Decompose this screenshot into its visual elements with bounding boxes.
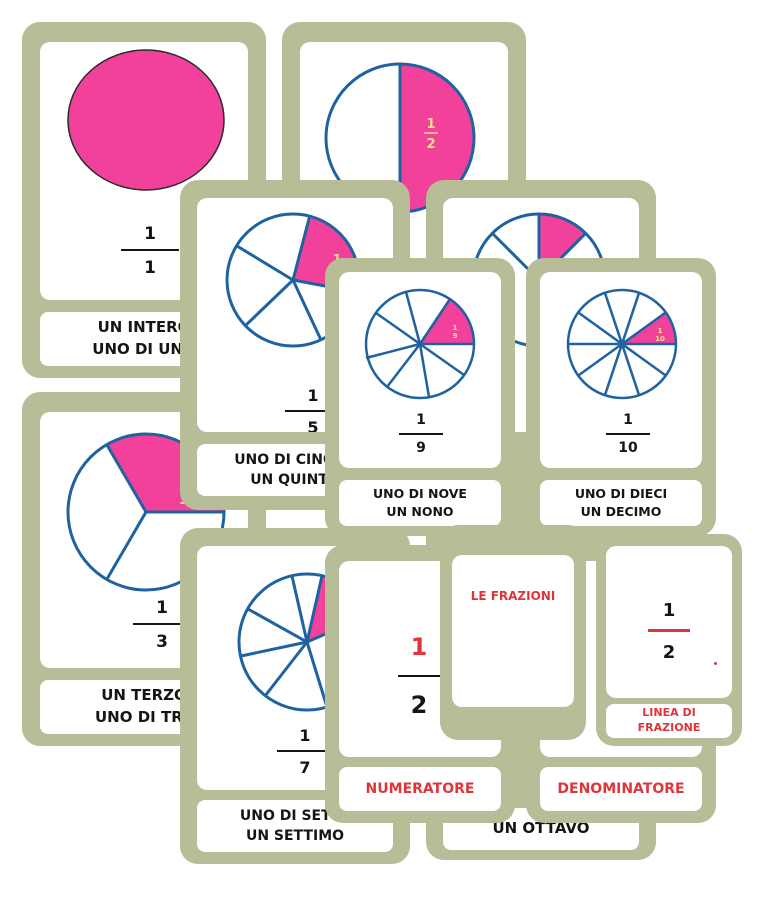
- card-one-fifth-fraction: 1 5: [283, 386, 343, 432]
- label-line-2: UN SETTIMO: [245, 828, 345, 844]
- ninths-pie-icon: 1 9: [364, 288, 476, 400]
- slice-label-num: 1: [453, 324, 458, 332]
- fifths-pie-icon: 1: [225, 212, 361, 348]
- label-line-2: UN OTTAVO: [492, 819, 590, 838]
- card-one-ninth-fraction: 1 9: [391, 412, 451, 456]
- slice-label-den: 2: [426, 137, 435, 152]
- denominator-text: 7: [299, 758, 311, 777]
- numerator-text: 1: [156, 598, 168, 618]
- card-denominator-label: DENOMINATORE: [540, 767, 702, 811]
- card-one-seventh-fraction: 1 7: [275, 726, 335, 777]
- card-fraction-line-fraction: 1 2: [639, 600, 699, 663]
- denominator-text: 2: [662, 642, 676, 663]
- card-one-tenth-label: UNO DI DIECI UN DECIMO: [540, 480, 702, 526]
- card-one-ninth-label: UNO DI NOVE UN NONO: [339, 480, 501, 526]
- label-line-1: UN TERZO: [101, 686, 187, 705]
- slice-label-num: 1: [658, 327, 663, 335]
- card-one-whole-fraction: 1 1: [120, 224, 180, 278]
- slice-label-num: 1: [426, 117, 435, 132]
- denominator-text: 10: [618, 440, 638, 456]
- label-line-2: UNO DI TRE: [95, 708, 193, 726]
- card-one-ninth-panel: 1 9 1 9: [339, 272, 501, 468]
- dot-mark: [714, 662, 717, 665]
- denominator-text: 2: [410, 691, 428, 719]
- denominator-text: 3: [156, 632, 168, 652]
- denominator-label-text: DENOMINATORE: [557, 780, 685, 797]
- denominator-text: 5: [307, 418, 319, 432]
- label-line-1: UNO DI NOVE: [373, 485, 467, 501]
- numerator-label-text: NUMERATORE: [365, 780, 475, 797]
- label-line-2: UNO DI UNO: [92, 340, 196, 358]
- label-line-2: UN DECIMO: [580, 504, 662, 519]
- card-numerator-label: NUMERATORE: [339, 767, 501, 811]
- card-title: LE FRAZIONI: [440, 525, 586, 740]
- title-text: LE FRAZIONI: [470, 589, 556, 603]
- card-fraction-line-panel: 1 2: [606, 546, 732, 698]
- card-one-third-fraction: 1 3: [132, 598, 192, 652]
- card-one-tenth: 1 10 1 10 UNO DI DIECI UN DECIMO: [526, 258, 716, 536]
- card-fraction-line: 1 2 LINEA DI FRAZIONE: [596, 534, 742, 746]
- denominator-text: 1: [144, 258, 156, 278]
- tenths-pie-icon: 1 10: [566, 288, 678, 400]
- card-one-ninth: 1 9 1 9 UNO DI NOVE UN NONO: [325, 258, 515, 536]
- whole-circle-icon: [67, 49, 225, 191]
- card-one-tenth-panel: 1 10 1 10: [540, 272, 702, 468]
- numerator-text: 1: [416, 412, 426, 428]
- denominator-text: 9: [416, 440, 426, 456]
- numerator-text: 1: [662, 600, 676, 621]
- numerator-text: 1: [410, 633, 428, 661]
- label-line-1: UN INTERO: [97, 318, 191, 337]
- card-numerator-fraction: 1 2: [389, 633, 449, 719]
- card-fraction-line-label: LINEA DI FRAZIONE: [606, 704, 732, 738]
- label-line-2: UN NONO: [386, 504, 454, 519]
- label-line-1: LINEA DI: [642, 706, 696, 720]
- numerator-text: 1: [299, 726, 311, 745]
- label-line-2: FRAZIONE: [637, 721, 701, 734]
- card-one-tenth-fraction: 1 10: [598, 412, 658, 456]
- numerator-text: 1: [144, 224, 156, 244]
- numerator-text: 1: [623, 412, 633, 428]
- label-line-1: UNO DI DIECI: [574, 485, 668, 501]
- label-line-1: UNO DI SETTE: [239, 807, 351, 824]
- slice-label-den: 9: [453, 332, 458, 340]
- numerator-text: 1: [307, 386, 319, 405]
- card-title-panel: LE FRAZIONI: [452, 555, 574, 707]
- label-line-2: UN QUINTO: [250, 472, 340, 488]
- slice-label-den: 10: [655, 335, 665, 343]
